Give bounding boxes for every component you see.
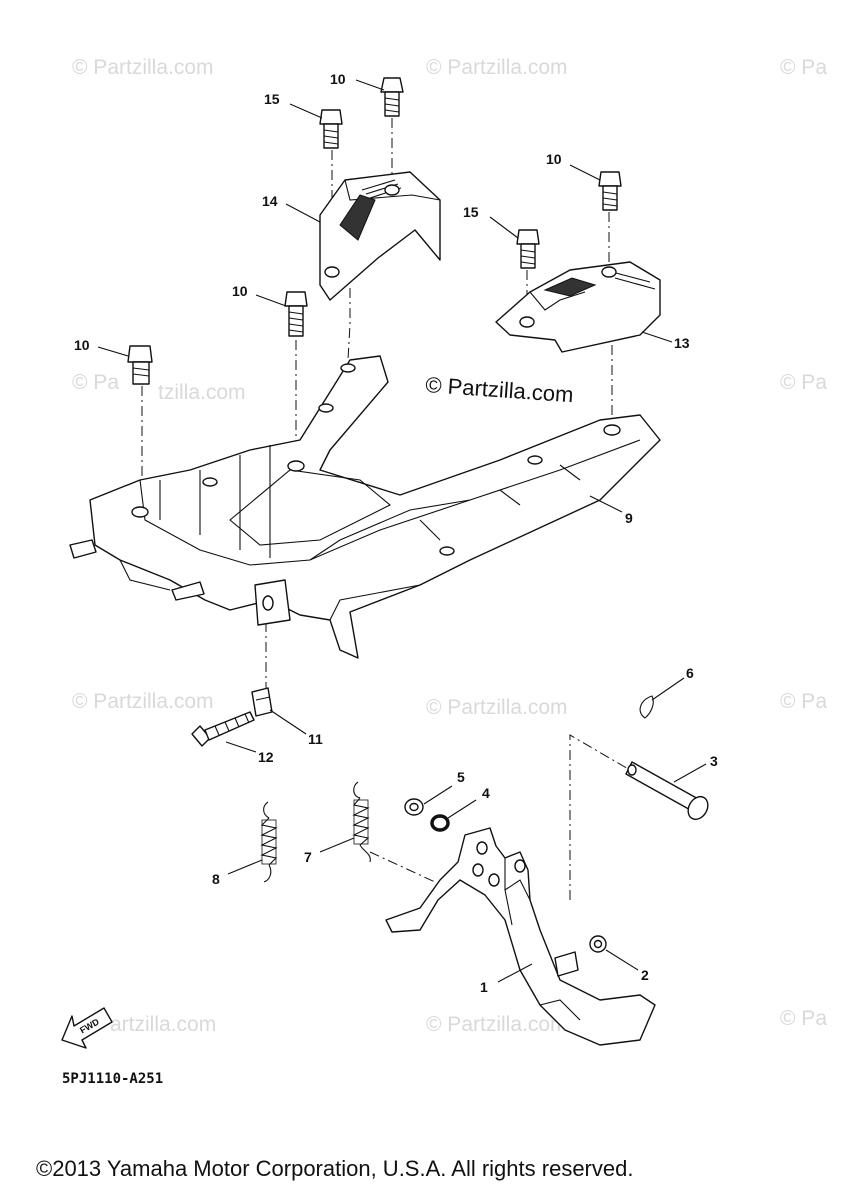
part-nut-clip (251, 687, 273, 717)
bolt-10-left (127, 345, 153, 385)
bolt-10-middle (284, 291, 308, 337)
callout-14: 14 (262, 193, 278, 209)
watermark: artzilla.com (110, 1013, 216, 1036)
watermark: © Pa (72, 371, 119, 394)
callout-12: 12 (258, 749, 274, 765)
callout-10: 10 (74, 337, 90, 353)
watermark: © Partzilla.com (426, 1013, 568, 1036)
watermark: © Partzilla.com (72, 690, 214, 713)
part-shaft (625, 761, 709, 821)
callout-11: 11 (308, 731, 323, 747)
watermark: © Pa (780, 371, 827, 394)
callout-13: 13 (674, 335, 690, 351)
bolt-15-right (516, 229, 540, 269)
part-cotter-pin (639, 695, 654, 719)
callout-10: 10 (330, 71, 346, 87)
watermark-layer: © Partzilla.com © Partzilla.com © Pa © P… (72, 56, 827, 1036)
diagram-code: 5PJ1110-A251 (62, 1071, 163, 1087)
callout-10: 10 (546, 151, 562, 167)
callout-6: 6 (686, 665, 694, 681)
part-spring-7 (352, 781, 371, 863)
watermark: © Partzilla.com (426, 56, 568, 79)
watermark: © Partzilla.com (72, 56, 214, 79)
watermark: © Pa (780, 56, 827, 79)
part-cover-right (495, 261, 661, 353)
bolt-15-top (319, 109, 343, 149)
fwd-arrow-icon: FWD (61, 1007, 113, 1049)
part-washer-5 (404, 798, 424, 816)
watermark-center: © Partzilla.com (425, 372, 575, 407)
bolt-10-top (380, 77, 404, 117)
watermark: © Partzilla.com (426, 696, 568, 719)
part-screw (191, 711, 255, 747)
callout-3: 3 (710, 753, 718, 769)
callout-5: 5 (457, 769, 465, 785)
part-oring-4 (430, 814, 450, 832)
watermark: tzilla.com (158, 381, 246, 404)
callout-7: 7 (304, 849, 312, 865)
callout-2: 2 (641, 967, 649, 983)
callout-labels: 10 15 14 10 15 10 10 13 9 11 12 6 3 5 4 … (74, 71, 718, 995)
assembly-lines (141, 118, 631, 900)
part-washer-2 (589, 935, 607, 953)
part-frame-crossmember (69, 355, 661, 659)
watermark: © Pa (780, 1007, 827, 1030)
callout-10: 10 (232, 283, 248, 299)
callout-1: 1 (480, 979, 488, 995)
callout-15: 15 (463, 204, 479, 220)
part-main-stand (385, 827, 656, 1046)
copyright-notice: ©2013 Yamaha Motor Corporation, U.S.A. A… (36, 1156, 633, 1181)
callout-4: 4 (482, 785, 490, 801)
bolt-10-right (598, 171, 622, 211)
part-cover-left (319, 171, 441, 301)
watermark: © Pa (780, 690, 827, 713)
leader-lines (97, 79, 707, 983)
callout-15: 15 (264, 91, 280, 107)
callout-8: 8 (212, 871, 220, 887)
part-spring-8 (260, 801, 278, 883)
callout-9: 9 (625, 510, 633, 526)
